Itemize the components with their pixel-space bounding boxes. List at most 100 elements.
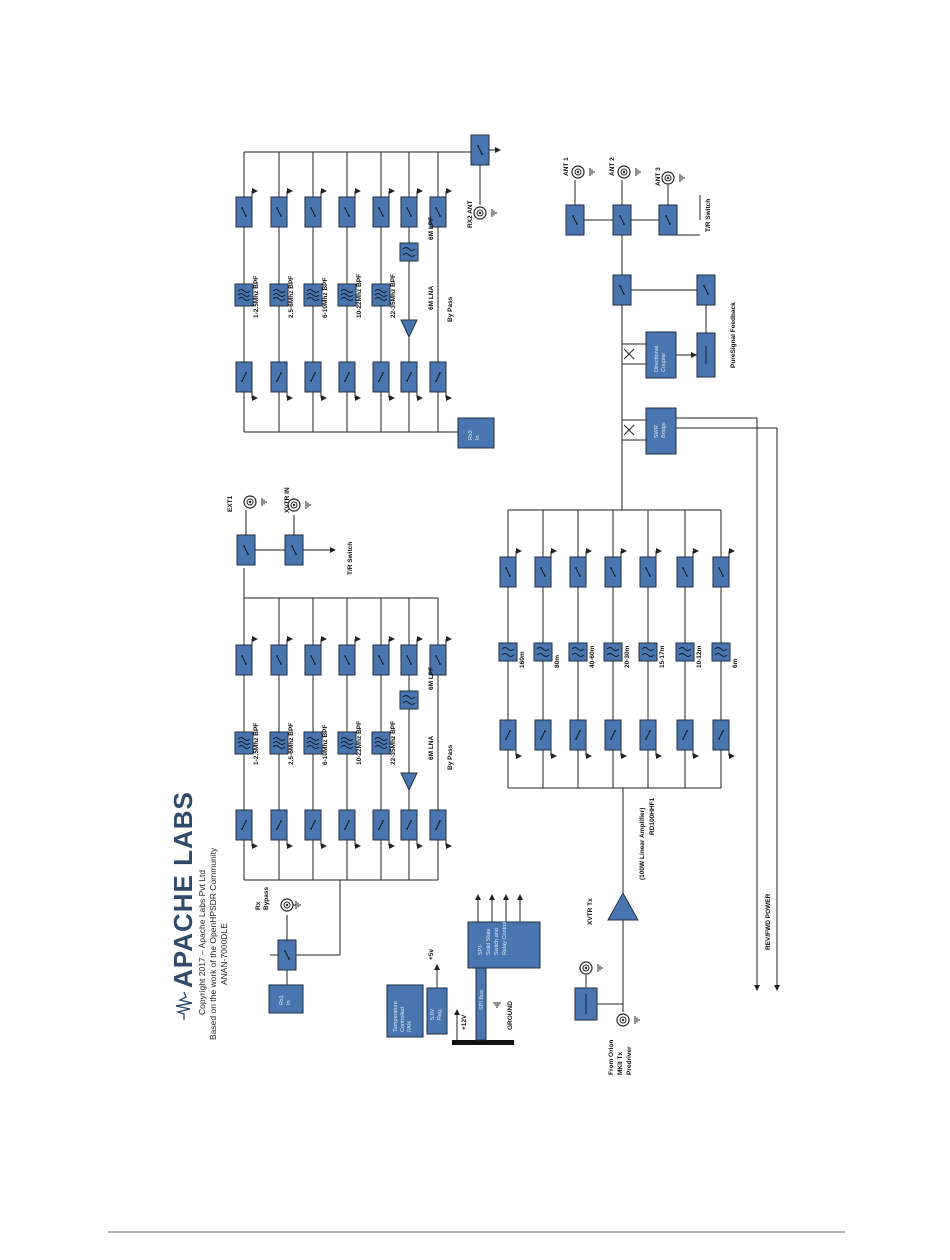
coupler-label: Directional (654, 346, 660, 372)
bpf-label: 1-2.5Mhz BPF (253, 276, 260, 318)
ground-icon (589, 168, 595, 176)
switch-icon (703, 285, 709, 295)
switch-icon (619, 285, 625, 295)
waveform-icon (175, 991, 193, 1020)
switch-icon (310, 655, 316, 665)
switch-icon (241, 207, 247, 217)
ground-label: GROUND (507, 1001, 514, 1030)
directional-coupler-block (645, 331, 677, 379)
spi-control-block (467, 921, 541, 969)
bpf-label: 10-22Mhz BPF (356, 721, 363, 765)
rx-bypass-connector (280, 898, 294, 912)
switch-icon (682, 567, 688, 577)
lowpass-icon (714, 647, 728, 657)
switch-icon (505, 730, 511, 740)
regulator-label: 5.0V (430, 1008, 436, 1020)
lowpass-filter (399, 242, 419, 262)
bpf-label: 2.5-6Mhz BPF (288, 723, 295, 765)
rx1-in-block (268, 984, 304, 1014)
rx2-ant-label: RX2 ANT (467, 200, 474, 228)
bpf-label: 22-35Mhz BPF (390, 274, 397, 318)
fan-block (386, 984, 424, 1038)
switch-icon (645, 730, 651, 740)
switch-icon (276, 820, 282, 830)
lna-label: 6M LNA (428, 286, 435, 311)
ant1-label: ANT 1 (563, 157, 570, 176)
switch-icon (241, 820, 247, 830)
predriver-label: MKII Tx (617, 1052, 624, 1075)
ground-icon (493, 1002, 501, 1008)
switch-icon (406, 207, 412, 217)
puresignal-label: PureSignal Feedback (730, 302, 737, 368)
swr-bridge-label: Bridge (661, 422, 667, 438)
band-label: 15-17m (659, 645, 666, 668)
switch-icon (241, 655, 247, 665)
spi-block-label: Relay Control (502, 922, 508, 955)
switch-icon (718, 730, 724, 740)
rx-bypass-label: Bypass (263, 886, 270, 910)
switch-icon (505, 567, 511, 577)
wire (623, 348, 635, 360)
regulator-label: Reg. (437, 1008, 443, 1020)
switch-icon (619, 215, 625, 225)
switch-icon (575, 567, 581, 577)
wire (623, 424, 635, 436)
fan-label: FAN (407, 1021, 413, 1032)
fan-label: Temperature (393, 1001, 399, 1032)
switch-icon (243, 545, 249, 555)
filter-icon (306, 737, 320, 749)
lowpass-icon (678, 647, 692, 657)
rev-fwd-label: REV/FWD POWER (765, 893, 772, 950)
spi-bus-bar (452, 1040, 514, 1045)
lowpass-filter (533, 642, 553, 662)
bpf-label: 22-35Mhz BPF (390, 721, 397, 765)
lowpass-icon (606, 647, 620, 657)
switch-icon (406, 655, 412, 665)
lowpass-filter (675, 642, 695, 662)
filter-icon (237, 289, 251, 301)
switch-icon (378, 372, 384, 382)
amplifier-label: (100W Linear Amplifier) (639, 808, 646, 880)
switch-icon (477, 145, 483, 155)
lowpass-filter (638, 642, 658, 662)
lowpass-filter (711, 642, 731, 662)
ant3-connector (661, 171, 675, 185)
switch-icon (310, 820, 316, 830)
switch-icon (378, 820, 384, 830)
logo: APACHE LABS (168, 791, 198, 1020)
rx1-in-label: In (286, 1000, 292, 1005)
lpf-label: 6M LPF (428, 667, 435, 690)
switch-icon (540, 730, 546, 740)
filter-icon (306, 289, 320, 301)
band-label: 40-60m (589, 645, 596, 668)
filter-icon (340, 737, 354, 749)
rx1-in-label: Rx1 (279, 995, 285, 1005)
switch-icon (718, 567, 724, 577)
swr-bridge-label: SWR (654, 425, 660, 438)
switch-icon (344, 372, 350, 382)
ant2-connector (617, 165, 631, 179)
plus5-label: +5v (428, 949, 435, 960)
ground-icon (295, 901, 301, 909)
ant2-label: ANT 2 (609, 157, 616, 176)
based-on-text: Based on the work of the OpenHPSDR Commu… (208, 847, 218, 1040)
tr-switch-label: T/R Switch (705, 199, 712, 232)
copyright-text: Copyright 2017 – Apache Labs Pvt Ltd (197, 870, 207, 1015)
switch-icon (344, 655, 350, 665)
switch-icon (610, 567, 616, 577)
switch-icon (540, 567, 546, 577)
predriver-connector (616, 1013, 630, 1027)
filter-icon (340, 289, 354, 301)
switch-icon (276, 207, 282, 217)
model-text: ANAN-7000DLE (219, 923, 229, 985)
rx2-in-label: In (475, 435, 481, 440)
band-label: 80m (554, 655, 561, 668)
lna-amplifier-icon (400, 772, 418, 792)
band-label: 6m (732, 658, 739, 668)
filter-icon (374, 289, 388, 301)
switch-icon (378, 655, 384, 665)
lowpass-icon (402, 247, 416, 257)
ant1-connector (571, 165, 585, 179)
filter-icon (272, 737, 286, 749)
